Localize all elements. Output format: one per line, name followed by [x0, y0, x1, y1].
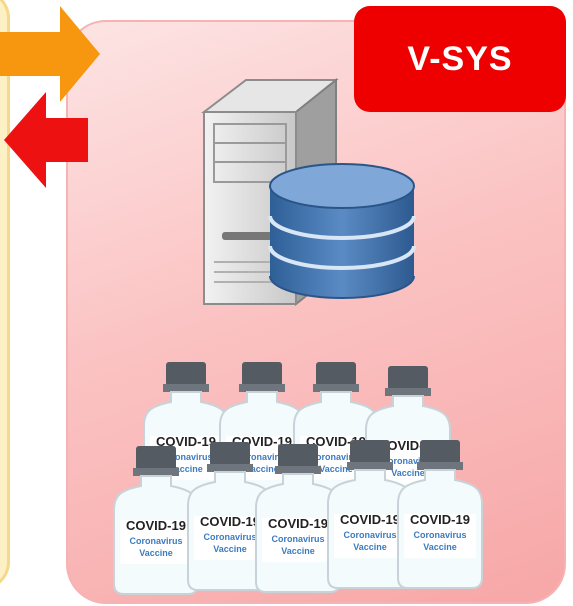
vial-main-label: COVID-19: [410, 512, 470, 527]
vial-main-label: COVID-19: [200, 514, 260, 529]
vial-sub2-label: Vaccine: [245, 464, 279, 474]
vial-sub2-label: Vaccine: [139, 548, 173, 558]
vial-sub1-label: Coronavirus: [413, 530, 466, 540]
vaccine-vial-icon: COVID-19 Coronavirus Vaccine: [255, 443, 341, 593]
vial-sub1-label: Coronavirus: [203, 532, 256, 542]
vial-main-label: COVID-19: [126, 518, 186, 533]
vial-sub1-label: Coronavirus: [129, 536, 182, 546]
vial-sub1-label: Coronavirus: [381, 456, 434, 466]
vial-sub1-label: Coronavirus: [343, 530, 396, 540]
vsys-title: V-SYS: [354, 6, 566, 112]
red-arrow-left-icon: [4, 92, 88, 188]
vial-sub1-label: Coronavirus: [235, 452, 288, 462]
vial-sub1-label: Coronavirus: [309, 452, 362, 462]
database-icon: [268, 163, 416, 299]
vial-sub2-label: Vaccine: [423, 542, 457, 552]
vaccine-vial-icon: COVID-19 Coronavirus Vaccine: [327, 439, 413, 589]
vial-sub2-label: Vaccine: [281, 546, 315, 556]
vial-sub2-label: Vaccine: [213, 544, 247, 554]
vial-main-label: COVID-19: [268, 516, 328, 531]
vial-sub2-label: Vaccine: [353, 542, 387, 552]
vial-main-label: COVID-19: [156, 434, 216, 449]
vial-sub2-label: Vaccine: [391, 468, 425, 478]
server-icon: [201, 77, 339, 307]
vaccine-vial-icon: COVID-19 Coronavirus Vaccine: [397, 439, 483, 589]
vial-sub2-label: Vaccine: [319, 464, 353, 474]
vial-sub1-label: Coronavirus: [159, 452, 212, 462]
vaccine-vial-icon: COVID-19 Coronavirus Vaccine: [187, 441, 273, 591]
vial-sub2-label: Vaccine: [169, 464, 203, 474]
vial-sub1-label: Coronavirus: [271, 534, 324, 544]
vial-main-label: COVID-19: [340, 512, 400, 527]
orange-arrow-right-icon: [0, 6, 100, 102]
vaccine-vial-icon: COVID-19 Coronavirus Vaccine: [143, 361, 229, 511]
vaccine-vial-icon: COVID-19 Coronavirus Vaccine: [113, 445, 199, 595]
